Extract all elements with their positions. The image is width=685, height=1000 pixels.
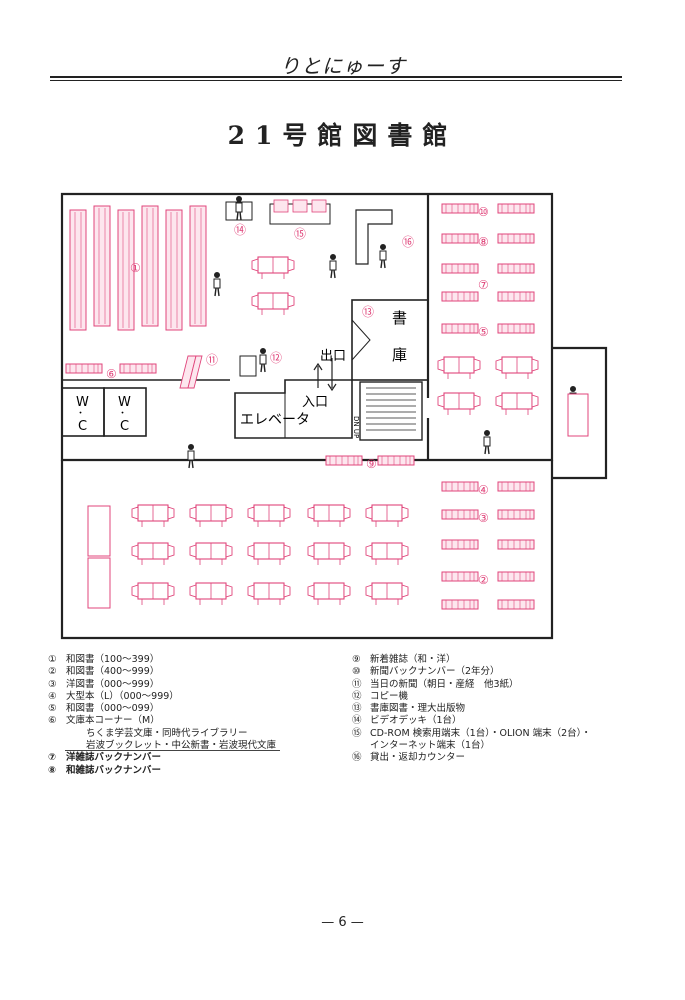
stairs-label: DN UP xyxy=(352,416,360,438)
right-tables-lower xyxy=(441,481,535,610)
marker-1: ① xyxy=(130,261,141,275)
right-tables-upper xyxy=(441,203,535,334)
marker-2: ② xyxy=(478,573,489,587)
document-title: 21号館図書館 xyxy=(227,121,458,150)
marker-14: ⑭ xyxy=(234,223,246,237)
page-number: — 6 — xyxy=(321,915,364,930)
marker-13: ⑬ xyxy=(362,305,374,319)
stack-room-label-2: 庫 xyxy=(392,346,407,364)
legend-item-15-sub: インターネット端末（1台） xyxy=(370,740,491,752)
marker-5: ⑤ xyxy=(478,325,489,339)
wc-right-dot: ・ xyxy=(118,409,127,419)
wc-right-w: W xyxy=(118,395,131,410)
newspaper-rack xyxy=(179,355,203,389)
marker-12: ⑫ xyxy=(270,351,282,365)
entrance-label: 入口 xyxy=(302,395,328,410)
marker-8: ⑧ xyxy=(478,235,489,249)
header-rule xyxy=(50,76,622,78)
marker-9: ⑨ xyxy=(366,457,377,471)
marker-6: ⑥ xyxy=(106,367,117,381)
header-rule-thin xyxy=(50,80,622,81)
exit-label: 出口 xyxy=(320,349,346,364)
reading-desks-lower xyxy=(131,504,409,606)
marker-16: ⑯ xyxy=(402,235,414,249)
marker-11: ⑪ xyxy=(206,353,218,367)
marker-10: ⑩ xyxy=(478,205,489,219)
marker-15: ⑮ xyxy=(294,227,306,241)
stack-room-label-1: 書 xyxy=(392,309,407,327)
marker-7: ⑦ xyxy=(478,278,489,292)
wc-left-w: W xyxy=(76,395,89,410)
wc-left-dot: ・ xyxy=(76,409,85,419)
page-header-title: りとにゅーす xyxy=(280,54,406,78)
marker-3: ③ xyxy=(478,511,489,525)
legend-item-6-sub-2: 岩波ブックレット・中公新書・岩波現代文庫 xyxy=(86,740,277,752)
floor-plan: 書 庫 ⑬ エレベータ 出口 入口 DN UP W ・ C W ・ C ① ⑥ xyxy=(60,192,608,640)
wc-left-c: C xyxy=(78,419,87,434)
wc-right-c: C xyxy=(120,419,129,434)
legend-item-6-sub-1: ちくま学芸文庫・同時代ライブラリー xyxy=(86,727,248,739)
marker-4: ④ xyxy=(478,483,489,497)
left-carrels xyxy=(87,393,589,609)
elevator-label: エレベータ xyxy=(240,412,310,428)
legend-underline xyxy=(65,750,280,751)
